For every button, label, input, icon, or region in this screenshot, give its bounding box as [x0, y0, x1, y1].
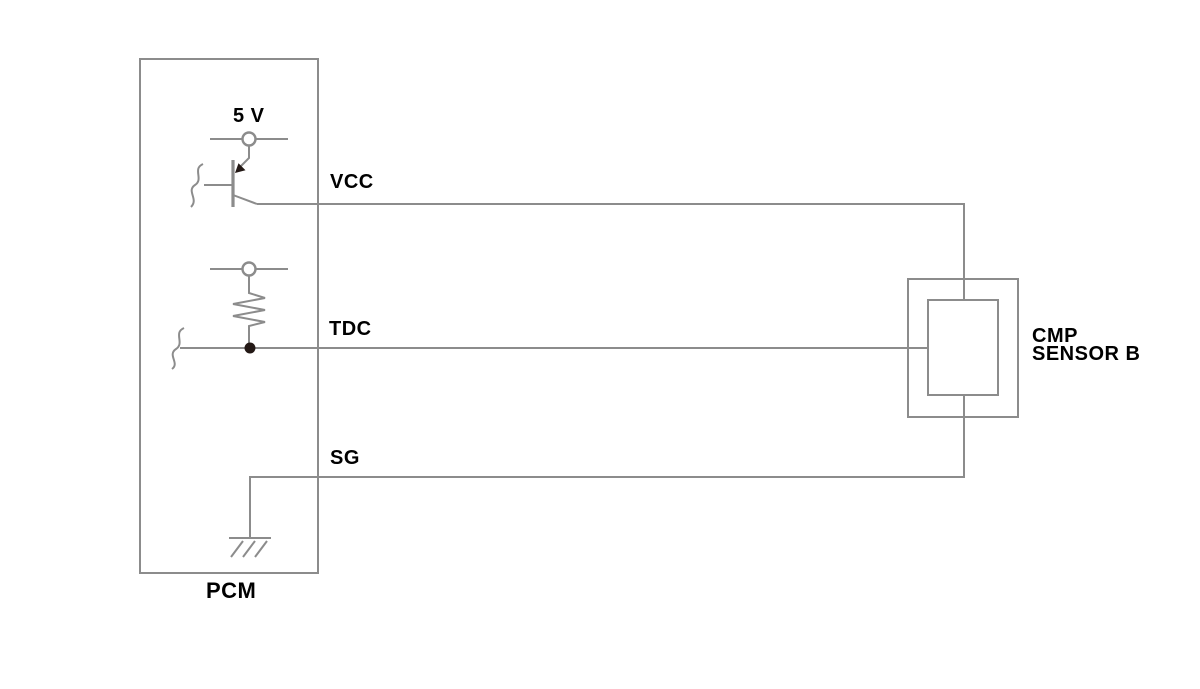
transistor-collector	[232, 194, 258, 205]
supply-terminal-5v	[210, 131, 288, 147]
supply-voltage-label: 5 V	[233, 105, 265, 127]
pin-label-sg: SG	[330, 447, 360, 469]
wire-break-mark-icon	[190, 163, 204, 208]
pullup-terminal	[210, 261, 288, 277]
ground-icon	[229, 537, 271, 558]
pcm-label: PCM	[206, 578, 257, 603]
pin-label-vcc: VCC	[330, 171, 374, 193]
transistor-emitter	[240, 146, 250, 167]
vcc-wire	[257, 203, 965, 300]
cmp-sensor-inner-box	[927, 299, 999, 396]
terminal-circle-icon	[241, 261, 257, 277]
sg-wire	[249, 395, 965, 538]
ground-hatch	[242, 540, 256, 558]
ground-hatch	[230, 540, 244, 558]
cmp-sensor-label-line2: SENSOR B	[1032, 343, 1141, 365]
pin-label-tdc: TDC	[329, 318, 372, 340]
resistor-symbol	[232, 276, 266, 348]
terminal-circle-icon	[241, 131, 257, 147]
cmp-sensor-label-line1: CMP	[1032, 325, 1078, 347]
ground-hatch	[254, 540, 268, 558]
junction-dot-icon	[244, 342, 256, 354]
transistor-emitter-arrow-icon	[235, 163, 246, 173]
wire-break-mark-icon	[171, 327, 185, 370]
cmp-sensor-label: CMP SENSOR B	[1032, 325, 1141, 365]
pcm-box	[139, 58, 319, 574]
pnp-transistor-symbol	[190, 146, 258, 208]
